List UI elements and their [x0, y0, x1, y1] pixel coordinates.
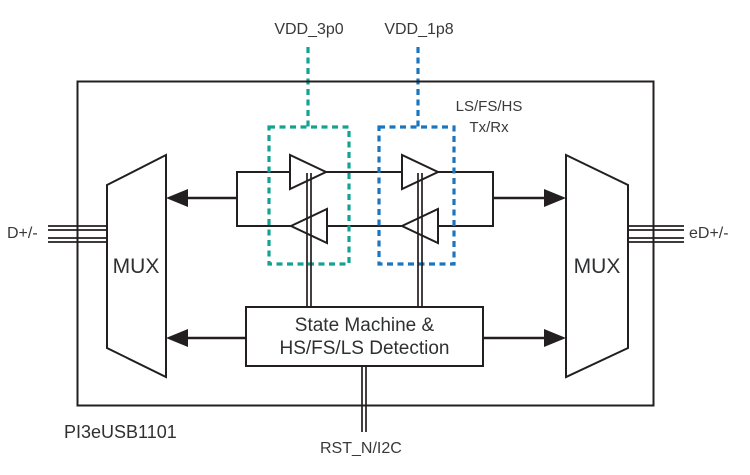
tx-buffer-right	[401, 153, 441, 191]
arrow-sm-to-right-mux	[483, 329, 566, 347]
arrow-buffer-to-left-mux	[166, 189, 237, 207]
vdd-3p0-label: VDD_3p0	[274, 21, 344, 38]
vdd-1p8-domain-box	[377, 125, 456, 266]
right-buffer-control-bus	[417, 173, 423, 307]
mux-left-shape	[106, 153, 167, 379]
mux-right-shape	[565, 153, 629, 379]
tx-buffer-left	[289, 153, 329, 191]
ed-port-label: eD+/-	[689, 225, 729, 242]
rst-i2c-label: RST_N/I2C	[320, 440, 402, 457]
vdd-1p8-label: VDD_1p8	[384, 21, 454, 38]
rx-buffer-left	[288, 207, 328, 245]
ed-port-bus	[627, 225, 684, 243]
left-buffer-control-bus	[306, 173, 312, 307]
d-port-label: D+/-	[7, 225, 38, 242]
mux-left-label: MUX	[112, 255, 160, 278]
rx-buffer-right	[399, 207, 439, 245]
arrow-sm-to-left-mux	[166, 329, 246, 347]
vdd-3p0-domain-box	[267, 125, 351, 266]
state-machine-label-line2: HS/FS/LS Detection	[279, 337, 450, 359]
ls-fs-hs-label-line2: Tx/Rx	[469, 119, 509, 136]
ls-fs-hs-txrx-label: LS/FS/HS Tx/Rx	[456, 96, 523, 138]
state-machine-label-line1: State Machine &	[294, 314, 435, 336]
state-machine-label: State Machine & HS/FS/LS Detection	[246, 307, 483, 366]
state-machine-box	[245, 306, 484, 367]
chip-name-label: PI3eUSB1101	[64, 422, 177, 442]
mux-right-label: MUX	[573, 255, 621, 278]
rst-i2c-bus	[361, 366, 367, 432]
d-port-bus	[48, 225, 108, 243]
ls-fs-hs-label-line1: LS/FS/HS	[455, 98, 523, 115]
arrow-buffer-to-right-mux	[493, 189, 566, 207]
